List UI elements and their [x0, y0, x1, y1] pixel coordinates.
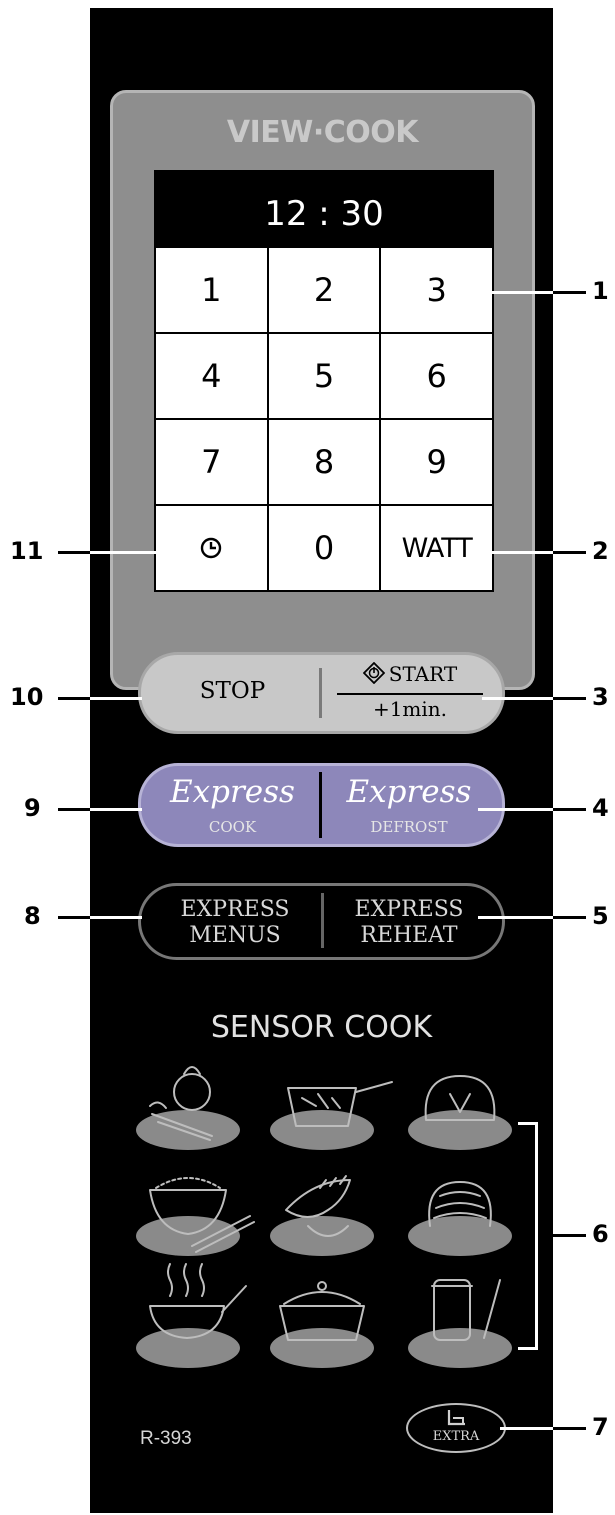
leader-1-outer: [553, 291, 586, 294]
key-8[interactable]: 8: [268, 420, 380, 504]
leader-4: [478, 808, 558, 811]
sensor-cook-title: SENSOR COOK: [210, 1010, 433, 1045]
brand-logo: VIEW·COOK: [226, 115, 419, 150]
plus-one-minute-label: +1min.: [372, 697, 448, 721]
extra-icon: [447, 1410, 465, 1426]
extra-label: EXTRA: [432, 1429, 480, 1444]
leader-4-outer: [553, 808, 586, 811]
time-display: 12 : 30: [154, 170, 494, 246]
start-button[interactable]: START +1min.: [325, 660, 495, 726]
bracket-6: [518, 1122, 538, 1350]
express-cook-button[interactable]: Express COOK: [150, 770, 315, 842]
leader-6-outer: [538, 1234, 586, 1237]
express-divider: [319, 772, 322, 838]
extra-button[interactable]: EXTRA: [406, 1403, 506, 1453]
rice-bowl-icon[interactable]: [136, 1177, 255, 1256]
express-menus-divider: [321, 893, 324, 948]
express-reheat-line2: REHEAT: [360, 923, 458, 948]
express-cook-script: Express: [170, 774, 295, 810]
leader-5: [478, 916, 558, 919]
callout-8: 8: [24, 902, 41, 930]
leader-2: [478, 551, 558, 554]
key-2[interactable]: 2: [268, 248, 380, 332]
express-reheat-button[interactable]: EXPRESS REHEAT: [324, 892, 494, 952]
clock-key[interactable]: [156, 506, 267, 590]
start-diamond-icon: [362, 661, 386, 685]
numeric-keypad: 1 2 3 4 5 6 7 8 9 0 WATT: [154, 246, 494, 592]
clock-icon: [201, 537, 222, 559]
express-defrost-button[interactable]: Express DEFROST: [324, 770, 494, 842]
key-3[interactable]: 3: [381, 248, 492, 332]
leader-8-outer: [58, 916, 92, 919]
stop-start-divider: [319, 668, 322, 718]
callout-10: 10: [10, 683, 44, 711]
callout-6: 6: [592, 1220, 609, 1248]
leader-11: [90, 551, 170, 554]
callout-5: 5: [592, 902, 609, 930]
callout-9: 9: [24, 794, 41, 822]
key-4[interactable]: 4: [156, 334, 267, 418]
key-0[interactable]: 0: [268, 506, 380, 590]
key-6[interactable]: 6: [381, 334, 492, 418]
express-menus-line1: EXPRESS: [180, 897, 290, 922]
leader-7-outer: [553, 1427, 586, 1430]
leader-2-outer: [553, 551, 586, 554]
leader-10-outer: [58, 697, 92, 700]
vegetables-icon[interactable]: [136, 1066, 240, 1150]
callout-3: 3: [592, 683, 609, 711]
callout-4: 4: [592, 794, 609, 822]
express-reheat-line1: EXPRESS: [354, 897, 464, 922]
stop-button[interactable]: STOP: [199, 678, 266, 704]
express-cook-label: COOK: [208, 818, 257, 836]
jacket-potato-icon[interactable]: [408, 1075, 512, 1150]
jar-icon[interactable]: [408, 1279, 512, 1368]
express-menus-button[interactable]: EXPRESS MENUS: [150, 892, 320, 952]
callout-11: 11: [10, 537, 44, 565]
leader-3: [482, 697, 562, 700]
callout-1: 1: [592, 277, 609, 305]
casserole-icon[interactable]: [270, 1281, 374, 1368]
leader-8: [90, 916, 142, 919]
pasta-icon[interactable]: [408, 1181, 512, 1256]
express-menus-line2: MENUS: [189, 923, 281, 948]
leader-1: [465, 291, 565, 294]
start-label: START: [388, 662, 458, 686]
frozen-food-pan-icon[interactable]: [270, 1081, 393, 1150]
leader-9: [90, 808, 142, 811]
leader-3-outer: [553, 697, 586, 700]
fish-icon[interactable]: [270, 1175, 374, 1256]
express-defrost-script: Express: [346, 774, 472, 810]
leader-9-outer: [58, 808, 92, 811]
express-defrost-label: DEFROST: [370, 818, 448, 836]
leader-5-outer: [553, 916, 586, 919]
callout-2: 2: [592, 537, 609, 565]
key-7[interactable]: 7: [156, 420, 267, 504]
key-1[interactable]: 1: [156, 248, 267, 332]
leader-10: [90, 697, 142, 700]
leader-11-outer: [58, 551, 92, 554]
model-number: R-393: [140, 1428, 192, 1449]
key-5[interactable]: 5: [268, 334, 380, 418]
callout-7: 7: [592, 1413, 609, 1441]
key-9[interactable]: 9: [381, 420, 492, 504]
leader-7: [500, 1427, 560, 1430]
soup-icon[interactable]: [136, 1263, 247, 1368]
start-fraction-bar: [337, 693, 483, 695]
watt-key[interactable]: WATT: [381, 506, 492, 590]
